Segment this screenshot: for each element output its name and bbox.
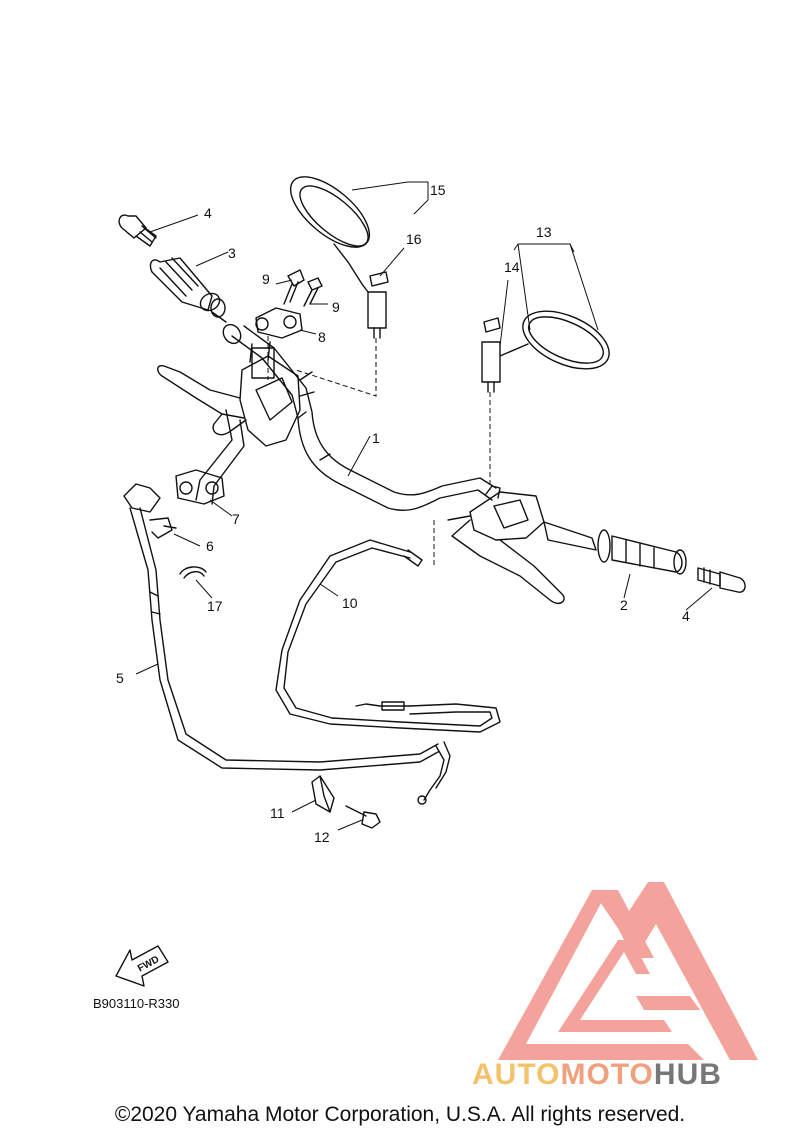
callout-14: 14 (504, 259, 520, 275)
callout-4: 4 (682, 608, 690, 624)
callout-12: 12 (314, 829, 330, 845)
right-mirror (481, 310, 610, 393)
callout-5: 5 (116, 670, 124, 686)
wordmark-hub: HUB (653, 1058, 722, 1091)
mirror-cap-right (483, 317, 501, 333)
copyright-notice: ©2020 Yamaha Motor Corporation, U.S.A. A… (114, 1103, 686, 1126)
holder-bolt (303, 277, 323, 307)
holder-screw (345, 805, 381, 829)
mirror-cap-left (369, 271, 389, 287)
cable-holder (311, 775, 335, 813)
callout-2: 2 (620, 597, 628, 613)
watermark-wordmark: AUTOMOTOHUB (472, 1058, 722, 1092)
wordmark-moto: MOTO (560, 1058, 654, 1091)
cable-band (179, 566, 207, 579)
lower-handlebar-holder (175, 469, 225, 505)
upper-handlebar-holder (255, 307, 303, 339)
watermark-logo-icon (498, 882, 758, 1060)
diagram-code: B903110-R330 (93, 996, 180, 1011)
callout-17: 17 (207, 598, 223, 614)
callout-16: 16 (406, 231, 422, 247)
callout-13: 13 (536, 224, 552, 240)
left-switch-assembly (157, 341, 315, 505)
callout-15: 15 (430, 182, 446, 198)
callout-1: 1 (372, 430, 380, 446)
callout-8: 8 (318, 329, 326, 345)
fwd-label: FWD (136, 954, 161, 974)
right-bar-end (697, 567, 746, 593)
wordmark-auto: AUTO (472, 1058, 561, 1091)
cable-clip (149, 517, 177, 539)
left-mirror (289, 176, 387, 339)
handlebar (222, 323, 497, 512)
callout-4: 4 (204, 205, 212, 221)
callout-9: 9 (262, 271, 270, 287)
fwd-arrow-icon (115, 945, 169, 987)
callout-9: 9 (332, 299, 340, 315)
left-grip (149, 257, 227, 323)
holder-bolt (283, 269, 305, 305)
left-bar-end (118, 214, 157, 247)
leader-lines (135, 181, 713, 831)
callout-11: 11 (270, 805, 285, 821)
right-switch-assembly (447, 485, 565, 604)
callout-6: 6 (206, 538, 214, 554)
clutch-cable (123, 483, 451, 805)
right-grip (543, 521, 687, 575)
callout-10: 10 (342, 595, 358, 611)
throttle-cable (275, 539, 501, 733)
callout-7: 7 (232, 511, 240, 527)
callout-3: 3 (228, 245, 236, 261)
